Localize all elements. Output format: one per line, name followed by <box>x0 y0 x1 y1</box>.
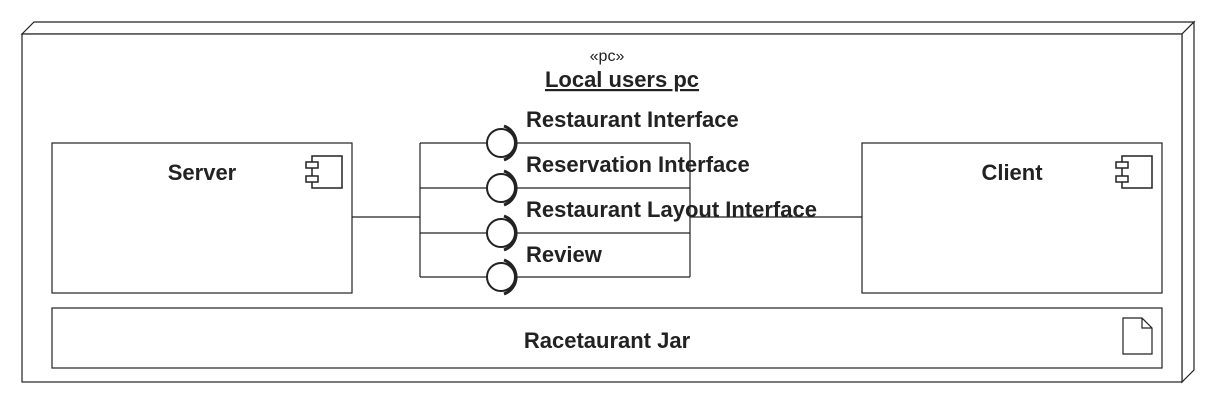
server-component[interactable]: Server <box>51 142 353 294</box>
lollipop-icon <box>486 124 518 162</box>
node-name: Local users pc <box>545 67 699 92</box>
document-icon <box>1122 317 1153 355</box>
artifact-label: Racetaurant Jar <box>524 328 691 353</box>
interface-label: Restaurant Layout Interface <box>526 197 817 222</box>
interface-label: Restaurant Interface <box>526 107 739 132</box>
client-component[interactable]: Client <box>861 142 1163 294</box>
interface-label: Review <box>526 242 603 267</box>
node-side-face <box>1181 20 1195 384</box>
interface-label: Reservation Interface <box>526 152 750 177</box>
connector-lines <box>352 142 862 278</box>
lollipop-icon <box>486 214 518 252</box>
interface-symbols <box>486 124 518 296</box>
node-stereotype: «pc» <box>590 48 625 65</box>
artifact-jar[interactable]: Racetaurant Jar <box>51 307 1163 369</box>
client-label: Client <box>981 160 1043 185</box>
component-icon <box>1115 155 1153 189</box>
node-top-face <box>20 21 1196 35</box>
lollipop-icon <box>486 258 518 296</box>
server-label: Server <box>168 160 237 185</box>
lollipop-icon <box>486 169 518 207</box>
component-icon <box>305 155 343 189</box>
